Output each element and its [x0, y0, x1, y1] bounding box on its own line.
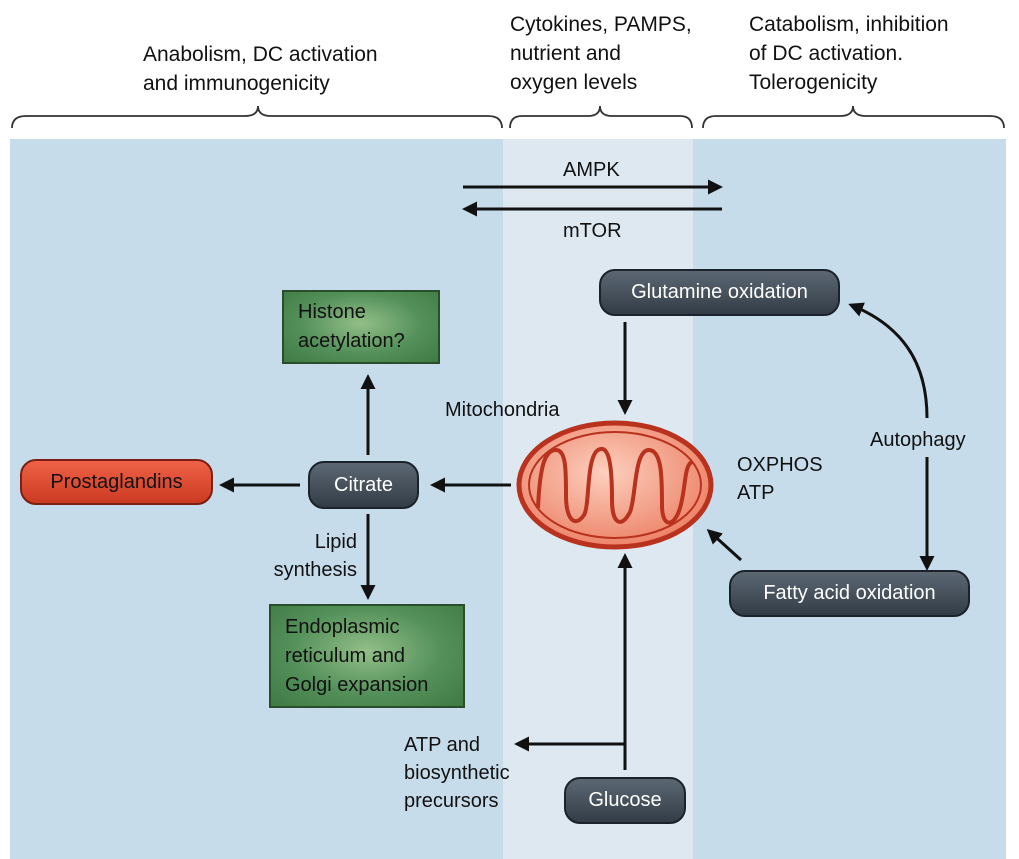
lipid-synthesis-label: Lipid synthesis [273, 531, 357, 581]
ampk-label: AMPK [563, 159, 620, 181]
autophagy-to-glutamine-arrow [848, 302, 929, 419]
er-golgi-expansion-node: Endoplasmic reticulum and Golgi expansio… [269, 604, 465, 708]
fao-to-mito-arrow [706, 528, 743, 562]
autophagy-label: Autophagy [870, 429, 966, 451]
citrate-node: Citrate [308, 461, 419, 509]
header-anabolism: Anabolism, DC activation and immunogenic… [143, 43, 378, 95]
header-catabolism: Catabolism, inhibition of DC activation.… [749, 13, 949, 94]
brace-right [702, 105, 1005, 129]
prostaglandins-node: Prostaglandins [20, 459, 213, 505]
mitochondria-label: Mitochondria [445, 399, 560, 421]
header-braces [11, 105, 1005, 129]
histone-acetylation-node: Histone acetylation? [282, 290, 440, 364]
catabolism-zone [693, 139, 1006, 859]
header-signals: Cytokines, PAMPS, nutrient and oxygen le… [510, 13, 692, 94]
glucose-node: Glucose [564, 777, 686, 824]
mtor-label: mTOR [563, 220, 622, 242]
atp-precursors-label: ATP and biosynthetic precursors [404, 734, 510, 812]
brace-left [11, 105, 503, 129]
brace-middle [509, 105, 693, 129]
fatty-acid-oxidation-node: Fatty acid oxidation [729, 570, 970, 617]
oxphos-atp-label: OXPHOS ATP [737, 454, 823, 504]
mitochondrion-icon [516, 420, 714, 550]
glutamine-oxidation-node: Glutamine oxidation [599, 269, 840, 316]
